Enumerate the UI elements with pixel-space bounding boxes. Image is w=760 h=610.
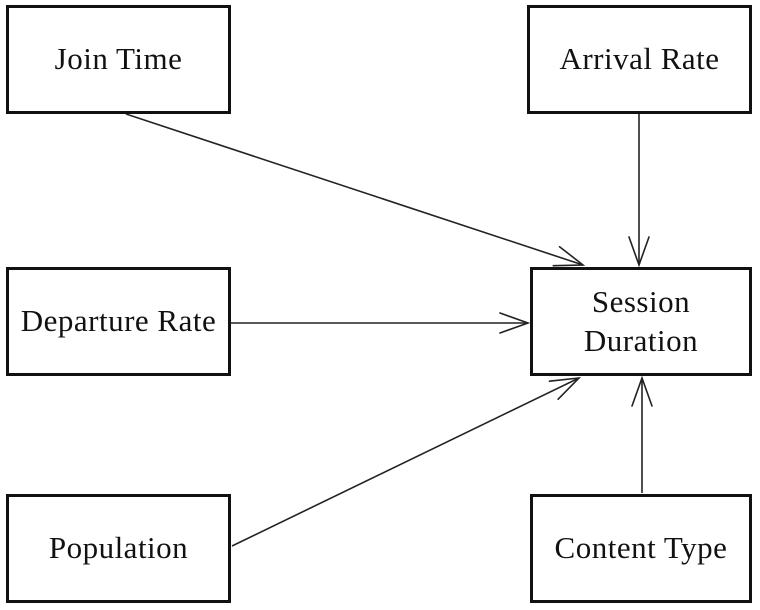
node-departure-rate: Departure Rate [6,267,231,376]
node-session-duration: Session Duration [530,267,752,376]
node-content-type: Content Type [530,494,752,603]
node-label-departure-rate: Departure Rate [20,303,217,339]
node-label-join-time: Join Time [54,41,183,77]
edge-join-time-to-session-duration [125,113,586,267]
node-join-time: Join Time [6,5,231,114]
edge-population-to-session-duration [231,376,582,547]
node-label-arrival-rate: Arrival Rate [559,41,720,77]
node-arrival-rate: Arrival Rate [527,5,752,114]
node-label-population: Population [48,530,189,566]
node-label-content-type: Content Type [554,530,728,566]
node-population: Population [6,494,231,603]
node-label-session-duration: Session Duration [583,283,699,358]
